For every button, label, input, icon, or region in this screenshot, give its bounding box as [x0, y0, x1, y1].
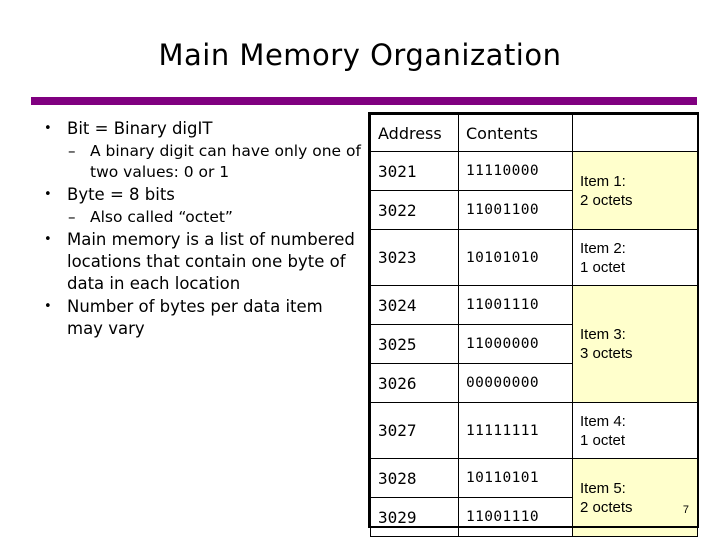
bullet-dot-icon: • [44, 232, 52, 247]
cell-contents: 10101010 [458, 229, 573, 286]
item-annotation-label: Item 1: 2 octets [580, 172, 633, 209]
bullet-dot-icon: • [44, 121, 52, 136]
cell-address: 3028 [370, 458, 459, 498]
cell-contents: 11001110 [458, 285, 573, 325]
bullet-dash-icon: – [68, 208, 76, 226]
table-header-row: Address Contents [370, 114, 698, 152]
item-annotation-label: Item 4: 1 octet [580, 412, 626, 449]
cell-item-annotation: Item 4: 1 octet [572, 402, 698, 459]
item-annotation-label: Item 5: 2 octets [580, 479, 633, 516]
item-annotation-label: Item 2: 1 octet [580, 239, 626, 276]
bullet-item: • Number of bytes per data item may vary [44, 296, 362, 340]
table-head: Address Contents [370, 114, 698, 152]
bullet-text: Byte = 8 bits [67, 185, 175, 204]
cell-address: 3026 [370, 363, 459, 403]
bullet-item: –Also called “octet” [68, 207, 362, 228]
cell-item-annotation: Item 5: 2 octets 7 [572, 458, 698, 537]
cell-contents: 10110101 [458, 458, 573, 498]
cell-contents: 11110000 [458, 151, 573, 191]
cell-contents: 11000000 [458, 324, 573, 364]
page-title: Main Memory Organization [158, 38, 562, 72]
cell-address: 3025 [370, 324, 459, 364]
column-header-items [572, 114, 698, 152]
title-divider-rule [31, 97, 697, 105]
bullet-dot-icon: • [44, 187, 52, 202]
bullet-item: • Bit = Binary digIT [44, 118, 362, 140]
bullet-text: Main memory is a list of numbered locati… [67, 230, 355, 293]
cell-contents: 11001110 [458, 497, 573, 537]
cell-contents: 11111111 [458, 402, 573, 459]
cell-item-annotation: Item 2: 1 octet [572, 229, 698, 286]
cell-contents: 11001100 [458, 190, 573, 230]
cell-address: 3023 [370, 229, 459, 286]
bullet-item: • Main memory is a list of numbered locat… [44, 229, 362, 295]
bullet-item: –A binary digit can have only one of two… [68, 141, 362, 183]
cell-address: 3029 [370, 497, 459, 537]
cell-address: 3024 [370, 285, 459, 325]
bullet-list: •Bit = Binary digIT–A binary digit can h… [44, 118, 362, 341]
bullet-dot-icon: • [44, 299, 52, 314]
cell-item-annotation: Item 3: 3 octets [572, 285, 698, 403]
bullet-text: A binary digit can have only one of two … [90, 142, 361, 181]
cell-item-annotation: Item 1: 2 octets [572, 151, 698, 230]
cell-address: 3022 [370, 190, 459, 230]
column-header-address: Address [370, 114, 459, 152]
slide-number: 7 [682, 504, 689, 516]
bullet-dash-icon: – [68, 142, 76, 160]
cell-address: 3027 [370, 402, 459, 459]
bullet-item: • Byte = 8 bits [44, 184, 362, 206]
item-annotation-label: Item 3: 3 octets [580, 326, 633, 362]
bullet-text: Number of bytes per data item may vary [67, 297, 323, 338]
bullet-text: Bit = Binary digIT [67, 119, 213, 138]
column-header-contents: Contents [458, 114, 573, 152]
cell-address: 3021 [370, 151, 459, 191]
cell-contents: 00000000 [458, 363, 573, 403]
bullet-text: Also called “octet” [90, 208, 233, 226]
